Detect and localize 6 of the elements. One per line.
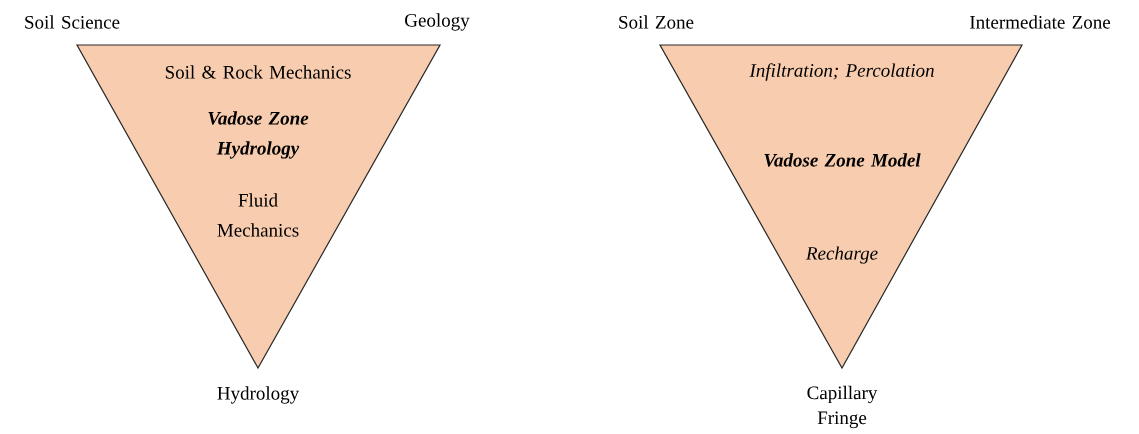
corner-label: Hydrology bbox=[217, 386, 300, 404]
corner-label: Capillary Fringe bbox=[807, 385, 878, 429]
corner-label: Geology bbox=[405, 13, 470, 31]
corner-label: Soil Science bbox=[25, 15, 120, 29]
corner-label: Intermediate Zone bbox=[970, 15, 1111, 29]
corner-label: Soil Zone bbox=[619, 15, 694, 29]
